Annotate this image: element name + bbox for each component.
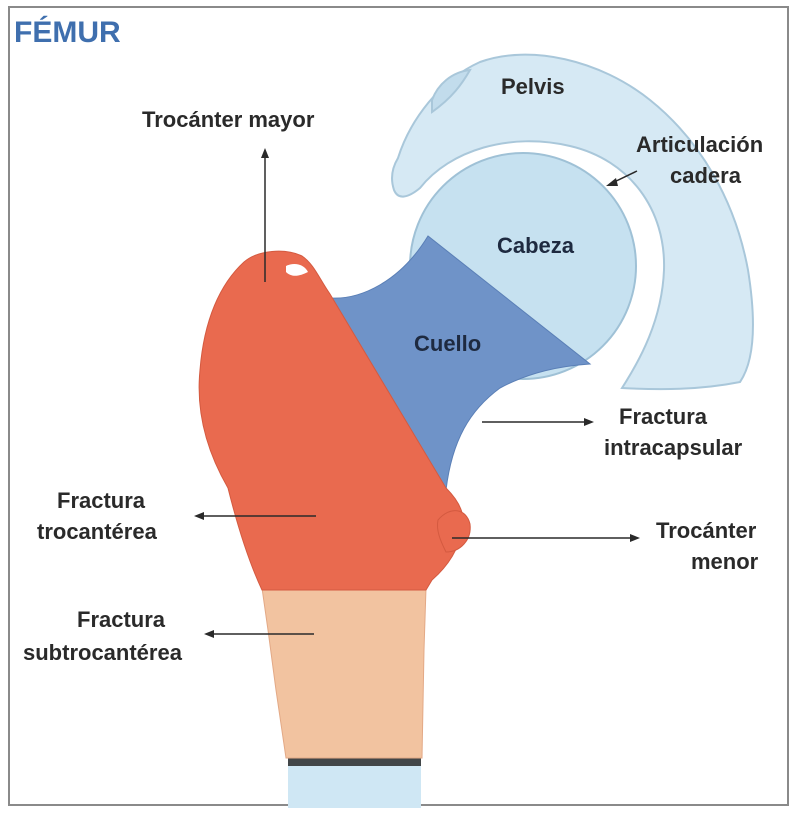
diagram-title: FÉMUR bbox=[14, 15, 121, 49]
label-pelvis: Pelvis bbox=[501, 74, 565, 99]
label-trocanter-mayor: Trocánter mayor bbox=[142, 107, 315, 132]
label-articulacion-line2: cadera bbox=[670, 163, 742, 188]
label-fractura-trocanterea-line1: Fractura bbox=[57, 488, 146, 513]
label-cabeza: Cabeza bbox=[497, 233, 575, 258]
label-fractura-subtrocanterea-line2: subtrocantérea bbox=[23, 640, 183, 665]
label-articulacion-line1: Articulación bbox=[636, 132, 763, 157]
label-fractura-intracapsular-line2: intracapsular bbox=[604, 435, 743, 460]
label-trocanter-menor-line1: Trocánter bbox=[656, 518, 757, 543]
label-fractura-subtrocanterea-line1: Fractura bbox=[77, 607, 166, 632]
label-fractura-trocanterea-line2: trocantérea bbox=[37, 519, 158, 544]
subtrochanteric-region bbox=[262, 588, 426, 758]
lower-shaft-fill bbox=[288, 766, 421, 808]
label-trocanter-menor-line2: menor bbox=[691, 549, 759, 574]
label-cuello: Cuello bbox=[414, 331, 481, 356]
label-fractura-intracapsular-line1: Fractura bbox=[619, 404, 708, 429]
